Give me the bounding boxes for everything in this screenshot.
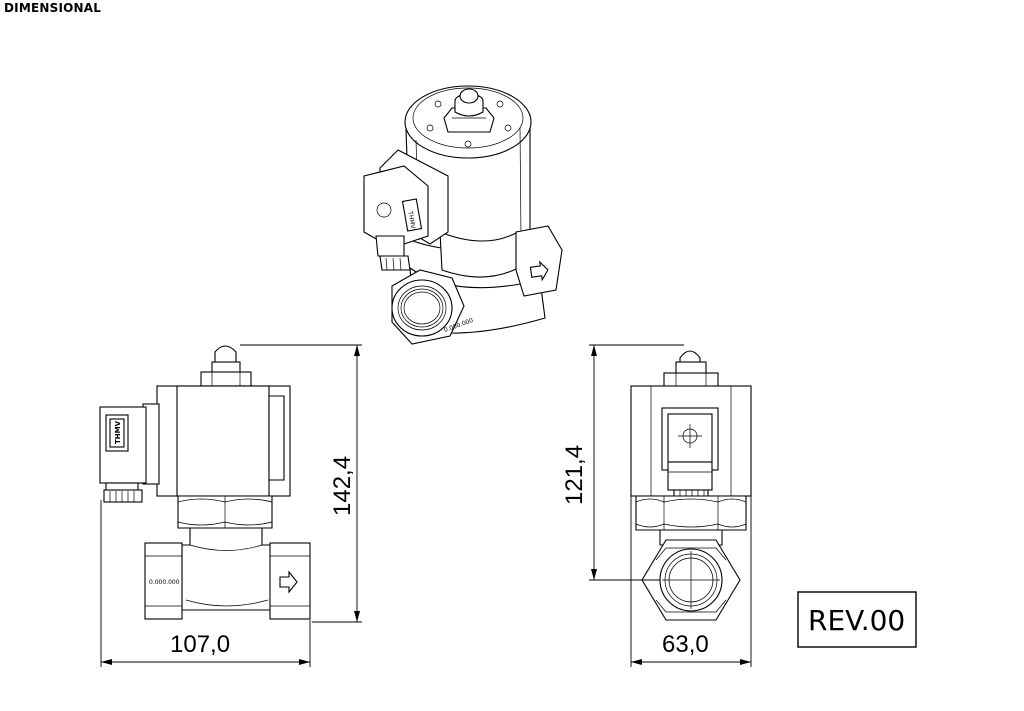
front-dimensions: 121,4 63,0: [561, 344, 752, 667]
side-height-label: 142,4: [329, 456, 356, 516]
sheet-title: DIMENSIONAL: [4, 1, 102, 15]
side-width-label: 107,0: [170, 631, 230, 658]
front-height-label: 121,4: [561, 445, 588, 505]
revision-box: REV.00: [797, 591, 917, 648]
isometric-view: THMV 0.000.000: [363, 85, 563, 345]
side-dimensions: 142,4 107,0: [100, 344, 362, 667]
revision-label: REV.00: [808, 604, 905, 637]
front-view: [630, 350, 752, 621]
side-body-number: 0.000.000: [149, 579, 180, 586]
side-view: THMV 0.000.000: [99, 345, 311, 620]
svg-text:THMV: THMV: [406, 210, 416, 230]
front-width-label: 63,0: [662, 631, 709, 658]
side-brand-mark: THMV: [114, 420, 122, 444]
